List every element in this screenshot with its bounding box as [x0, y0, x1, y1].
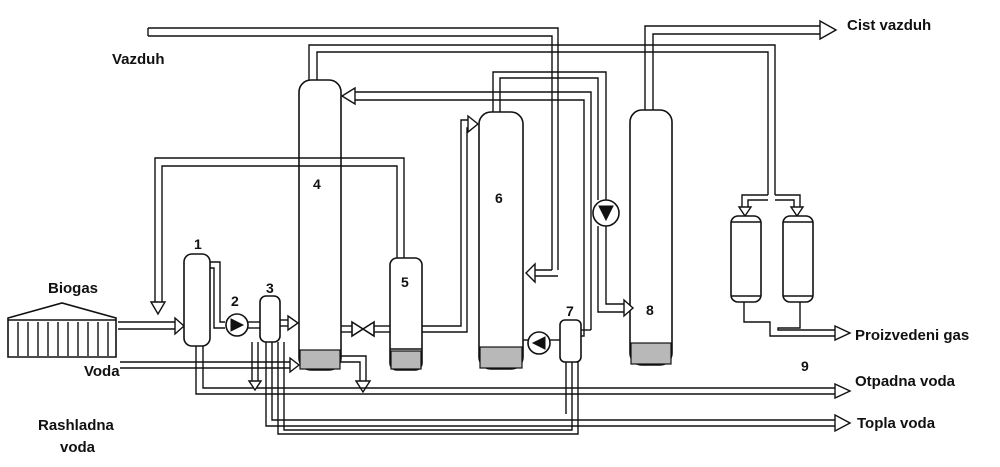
unit-number-2: 2 [231, 293, 239, 309]
unit-3 [259, 295, 300, 343]
label-rashladna-voda: voda [60, 439, 96, 456]
waste-water-line [195, 342, 852, 400]
line-5-to-1 [149, 157, 405, 316]
dryer-vessels [730, 215, 814, 303]
unit-number-8: 8 [646, 302, 654, 318]
unit-number-6: 6 [495, 190, 503, 206]
column-6 [478, 111, 524, 370]
unit-number-9: 9 [801, 358, 809, 374]
unit-number-4: 4 [313, 176, 321, 192]
label-voda: Voda [84, 363, 120, 380]
unit-1 [183, 253, 225, 347]
unit-number-5: 5 [401, 274, 409, 290]
label-otpadna-voda: Otpadna voda [855, 373, 956, 390]
unit-7 [523, 319, 591, 363]
hot-water-line [265, 342, 852, 435]
clean-air-line [644, 19, 838, 112]
label-rashladna: Rashladna [38, 417, 115, 434]
return-line-to-4 [340, 86, 592, 330]
label-biogas: Biogas [48, 280, 98, 297]
dryer-inlet-split [737, 194, 805, 218]
pump-2 [225, 313, 260, 337]
label-cist-vazduh: Cist vazduh [847, 17, 931, 34]
air-inlet-line [147, 27, 559, 284]
recycle-line-top [308, 44, 776, 195]
unit-number-7: 7 [566, 303, 574, 319]
vessel-5 [389, 257, 423, 371]
label-topla-voda: Topla voda [857, 415, 936, 432]
produced-gas-line [743, 302, 852, 342]
column-4 [298, 79, 342, 371]
column-8 [629, 109, 673, 366]
column-4-bottom [341, 355, 372, 394]
biogas-tank [7, 302, 186, 358]
label-proizvedeni-gas: Proizvedeni gas [855, 327, 969, 344]
water-inlet [120, 356, 301, 374]
unit-number-1: 1 [194, 236, 202, 252]
unit-number-3: 3 [266, 280, 274, 296]
valve-line-4-5-6 [341, 114, 480, 338]
label-vazduh: Vazduh [112, 51, 165, 68]
